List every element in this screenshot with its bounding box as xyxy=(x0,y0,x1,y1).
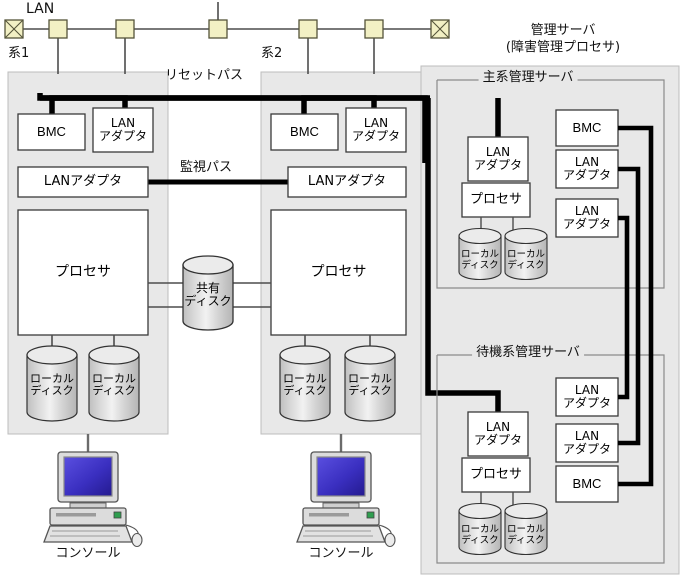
lan-terminator-left xyxy=(4,19,24,39)
reset-path-label: リセットパス xyxy=(165,68,244,83)
primary-server-group-label: 主系管理サーバ xyxy=(478,70,578,86)
primary-lan-adapter-box[interactable] xyxy=(467,136,529,182)
sys1-local-disk-right[interactable] xyxy=(88,345,140,422)
system2-label: 系2 xyxy=(261,46,283,61)
lan-terminator-right xyxy=(430,19,450,39)
sys1-console-label: コンソール xyxy=(55,546,121,561)
cable-primary-lan2-to-standby-lan1 xyxy=(618,215,630,400)
primary-lan-adapter-2-box[interactable] xyxy=(555,198,619,238)
reset-path-to-standby xyxy=(425,98,501,412)
lan-tap-4[interactable] xyxy=(298,19,318,39)
standby-processor-box[interactable] xyxy=(461,457,531,493)
cable-primary-bmc-to-standby-bmc xyxy=(618,125,654,487)
sys2-console-icon[interactable] xyxy=(296,451,396,548)
primary-processor-box[interactable] xyxy=(461,182,531,218)
sys2-bmc-box[interactable] xyxy=(270,113,339,151)
sys1-local-disk-left[interactable] xyxy=(26,345,78,422)
management-server-title-line1: 管理サーバ xyxy=(530,23,596,38)
sys2-processor-box[interactable] xyxy=(270,209,407,336)
standby-local-disk-right[interactable] xyxy=(504,502,548,556)
sys2-local-disk-left[interactable] xyxy=(279,345,331,422)
primary-bmc-box[interactable] xyxy=(555,109,619,147)
monitor-path-label: 監視パス xyxy=(180,160,233,175)
standby-server-group-label: 待機系管理サーバ xyxy=(472,345,584,361)
sys1-processor-box[interactable] xyxy=(17,209,149,336)
primary-local-disk-right[interactable] xyxy=(504,227,548,281)
sys2-lan-adapter-mid-box[interactable] xyxy=(287,166,407,198)
sys1-bmc-box[interactable] xyxy=(17,113,86,151)
sys1-console-icon[interactable] xyxy=(43,451,143,548)
standby-local-disk-left[interactable] xyxy=(458,502,502,556)
primary-local-disk-left[interactable] xyxy=(458,227,502,281)
lan-tap-2[interactable] xyxy=(115,19,135,39)
lan-tap-3[interactable] xyxy=(208,19,228,39)
system1-label: 系1 xyxy=(8,46,30,61)
shared-disk[interactable] xyxy=(182,255,234,331)
management-server-title-line2: (障害管理プロセサ) xyxy=(505,40,621,55)
sys2-local-disk-right[interactable] xyxy=(344,345,396,422)
standby-lan-adapter-2-box[interactable] xyxy=(555,423,619,463)
standby-lan-adapter-1-box[interactable] xyxy=(555,377,619,417)
sys1-lan-adapter-top-box[interactable] xyxy=(92,107,154,153)
standby-lan-adapter-box[interactable] xyxy=(467,411,529,457)
lan-tap-5[interactable] xyxy=(364,19,384,39)
cable-primary-lan1-to-standby-lan2 xyxy=(618,166,641,446)
lan-label: LAN xyxy=(26,1,55,17)
lan-tap-1[interactable] xyxy=(48,19,68,39)
sys1-lan-adapter-mid-box[interactable] xyxy=(17,166,149,198)
standby-bmc-box[interactable] xyxy=(555,465,619,503)
primary-lan-adapter-1-box[interactable] xyxy=(555,149,619,189)
sys2-console-label: コンソール xyxy=(308,546,374,561)
sys2-lan-adapter-top-box[interactable] xyxy=(345,107,407,153)
